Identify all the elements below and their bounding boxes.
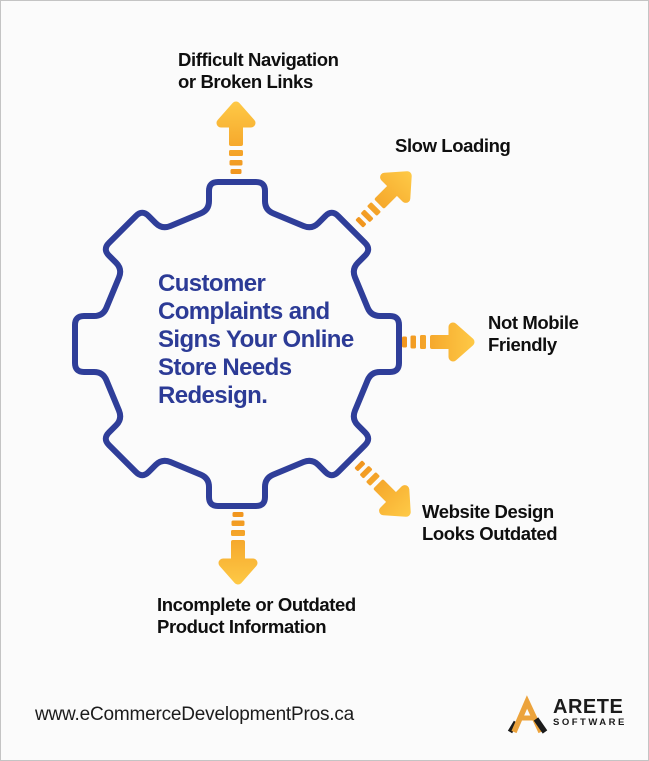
callout-slow-loading: Slow Loading [395, 135, 511, 157]
callout-line: Product Information [157, 616, 327, 637]
callout-difficult-navigation: Difficult Navigation or Broken Links [178, 49, 339, 93]
arrow-down-icon [223, 512, 253, 580]
callout-line: Looks Outdated [422, 523, 558, 544]
callout-website-design-outdated: Website Design Looks Outdated [422, 501, 558, 545]
callout-line: Difficult Navigation [178, 49, 339, 70]
arrow-up-right-icon [349, 165, 418, 234]
arrow-up-icon [221, 106, 251, 174]
arrow-down-right-icon [348, 454, 417, 523]
callout-line: Website Design [422, 501, 554, 522]
logo-name: ARETE [553, 696, 624, 718]
callout-line: Not Mobile [488, 312, 579, 333]
website-url: www.eCommerceDevelopmentPros.ca [35, 704, 355, 725]
title-line: Redesign. [158, 382, 268, 409]
callout-line: Incomplete or Outdated [157, 594, 356, 615]
title-line: Customer [158, 270, 266, 297]
arrow-right-icon [402, 327, 470, 357]
arete-logo-icon [507, 695, 548, 734]
logo-subtitle: SOFTWARE [553, 717, 627, 728]
callout-line: Slow Loading [395, 135, 511, 156]
arete-logo: ARETE SOFTWARE [507, 690, 627, 736]
title-line: Signs Your Online [158, 326, 354, 353]
callout-not-mobile-friendly: Not Mobile Friendly [488, 312, 579, 356]
arete-logo-text: ARETE SOFTWARE [553, 696, 627, 728]
callout-incomplete-product-info: Incomplete or Outdated Product Informati… [157, 594, 356, 638]
gear-icon [72, 179, 402, 509]
title-line: Store Needs [158, 354, 292, 381]
callout-line: or Broken Links [178, 71, 313, 92]
callout-line: Friendly [488, 334, 557, 355]
gear-center-title: Customer Complaints and Signs Your Onlin… [158, 270, 388, 410]
title-line: Complaints and [158, 298, 330, 325]
footer: www.eCommerceDevelopmentPros.ca ARETE SO… [1, 690, 648, 760]
